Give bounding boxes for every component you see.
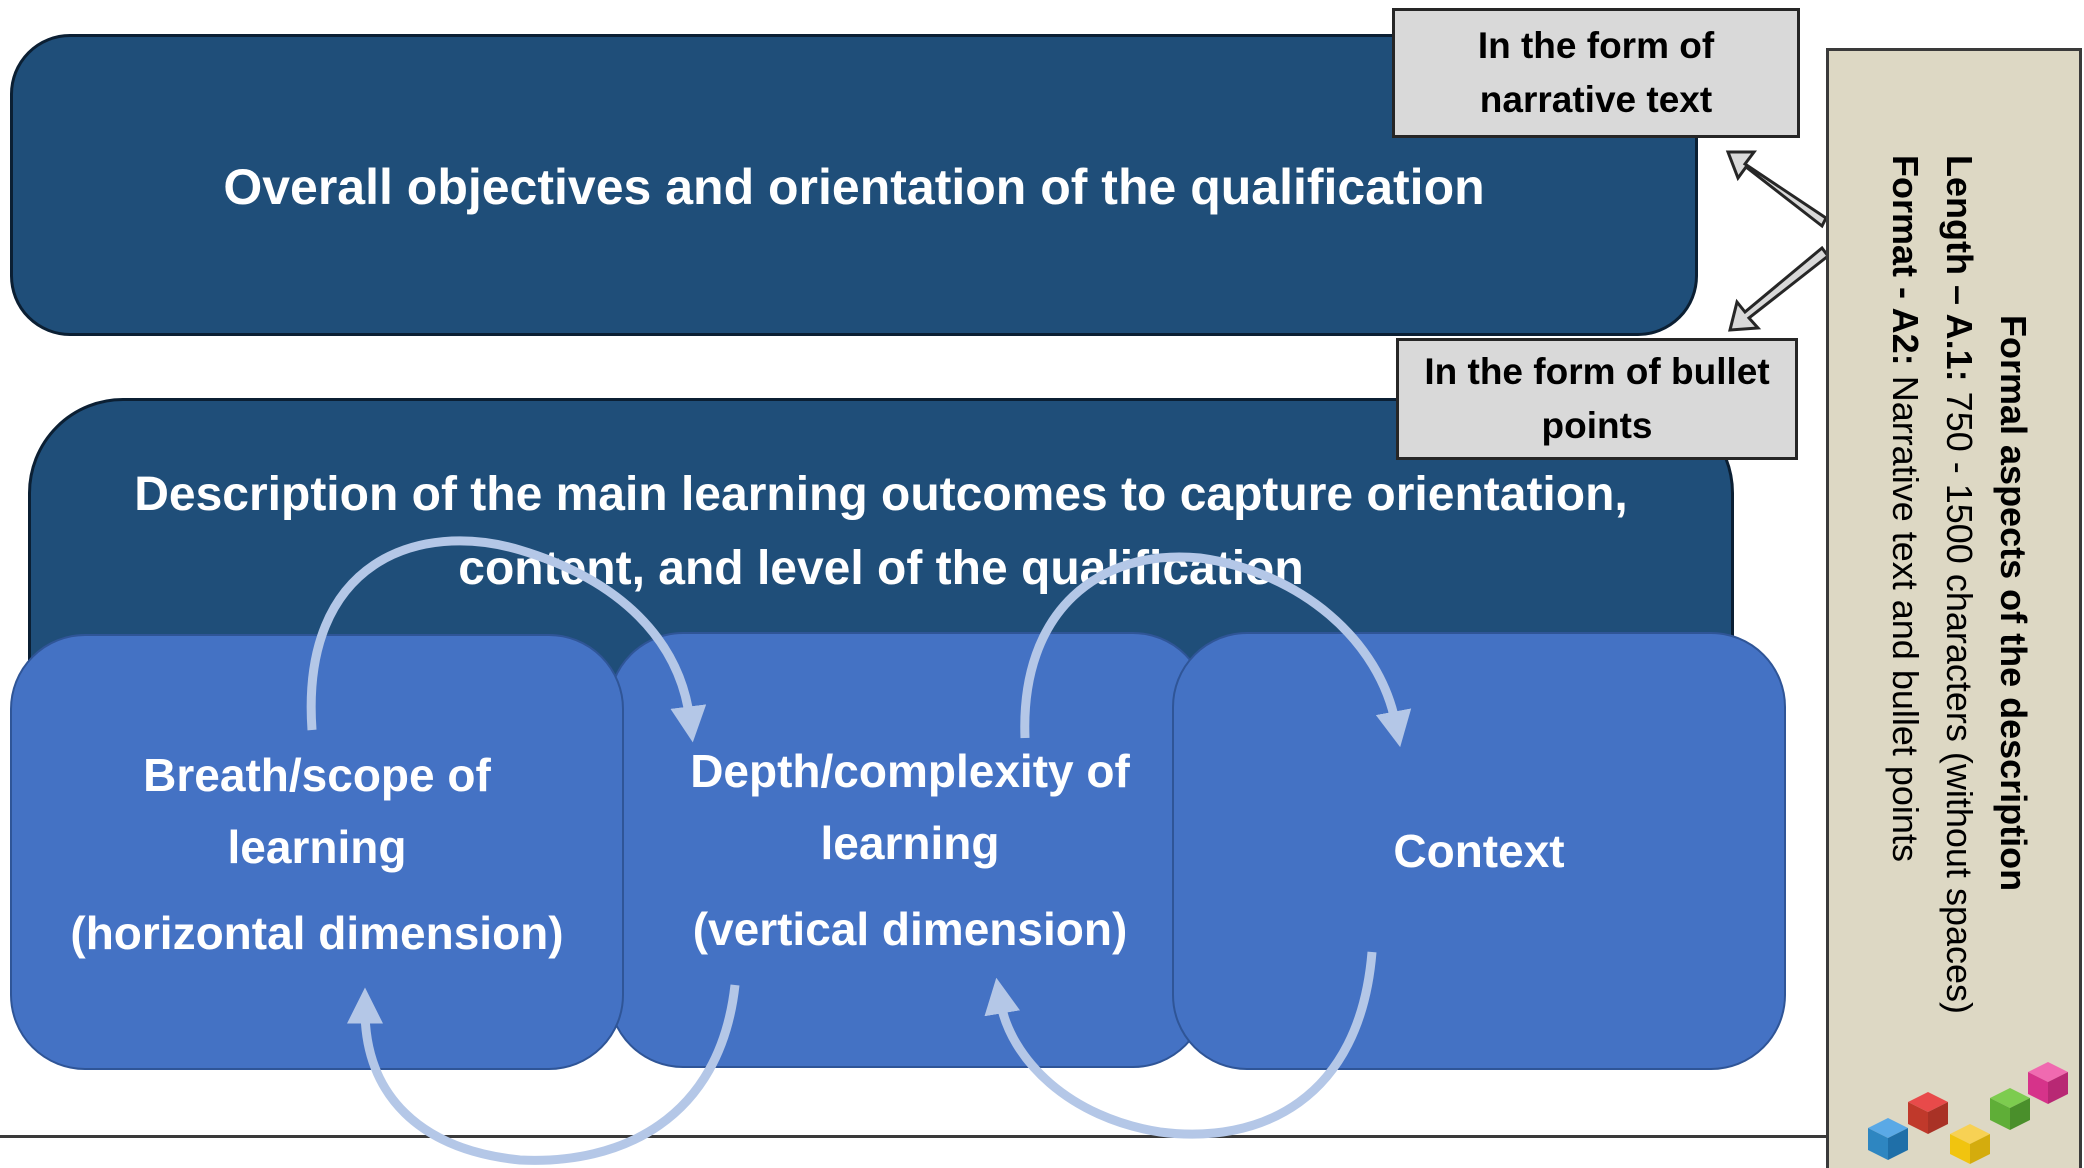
arc-arrow-breadth-to-depth — [306, 536, 707, 743]
objectives-label: Overall objectives and orientation of th… — [223, 159, 1485, 215]
narrative-text-note: In the form of narrative text — [1392, 8, 1800, 138]
formal-aspects-panel — [1826, 48, 2082, 1168]
block-arrow-to-bullets-icon — [1728, 245, 1831, 332]
dimension-box-context — [1172, 632, 1786, 1070]
depth-label-line1: Depth/complexity of — [690, 745, 1130, 797]
arc-arrow-depth-to-context — [1020, 552, 1412, 748]
bottom-divider — [0, 1135, 1826, 1138]
narrative-note-line1: In the form of — [1477, 25, 1715, 67]
context-label: Context — [1393, 825, 1565, 877]
depth-label-line3: (vertical dimension) — [692, 903, 1128, 955]
breadth-label-line3: (horizontal dimension) — [70, 907, 564, 959]
dimension-box-breadth — [10, 634, 624, 1070]
cube-yellow-icon — [1950, 1124, 1990, 1164]
bullet-note-line1: In the form of bullet — [1424, 351, 1770, 393]
breadth-label-line1: Breath/scope of — [143, 749, 491, 801]
learning-outcomes-label-line1: Description of the main learning outcome… — [134, 468, 1628, 521]
narrative-note-line2: narrative text — [1479, 79, 1713, 120]
bullet-note-line2: points — [1541, 405, 1653, 446]
cube-green-icon — [1990, 1088, 2030, 1130]
cube-red-icon — [1908, 1092, 1948, 1134]
cube-blue-icon — [1868, 1118, 1908, 1160]
block-arrow-to-narrative-icon — [1725, 150, 1828, 229]
arc-arrow-context-to-depth — [984, 951, 1377, 1139]
breadth-label-line2: learning — [227, 821, 407, 873]
bullet-points-note: In the form of bullet points — [1396, 338, 1798, 460]
depth-label-line2: learning — [820, 817, 1000, 869]
arc-arrow-depth-to-breadth — [347, 984, 740, 1165]
cube-pink-icon — [2028, 1062, 2068, 1104]
